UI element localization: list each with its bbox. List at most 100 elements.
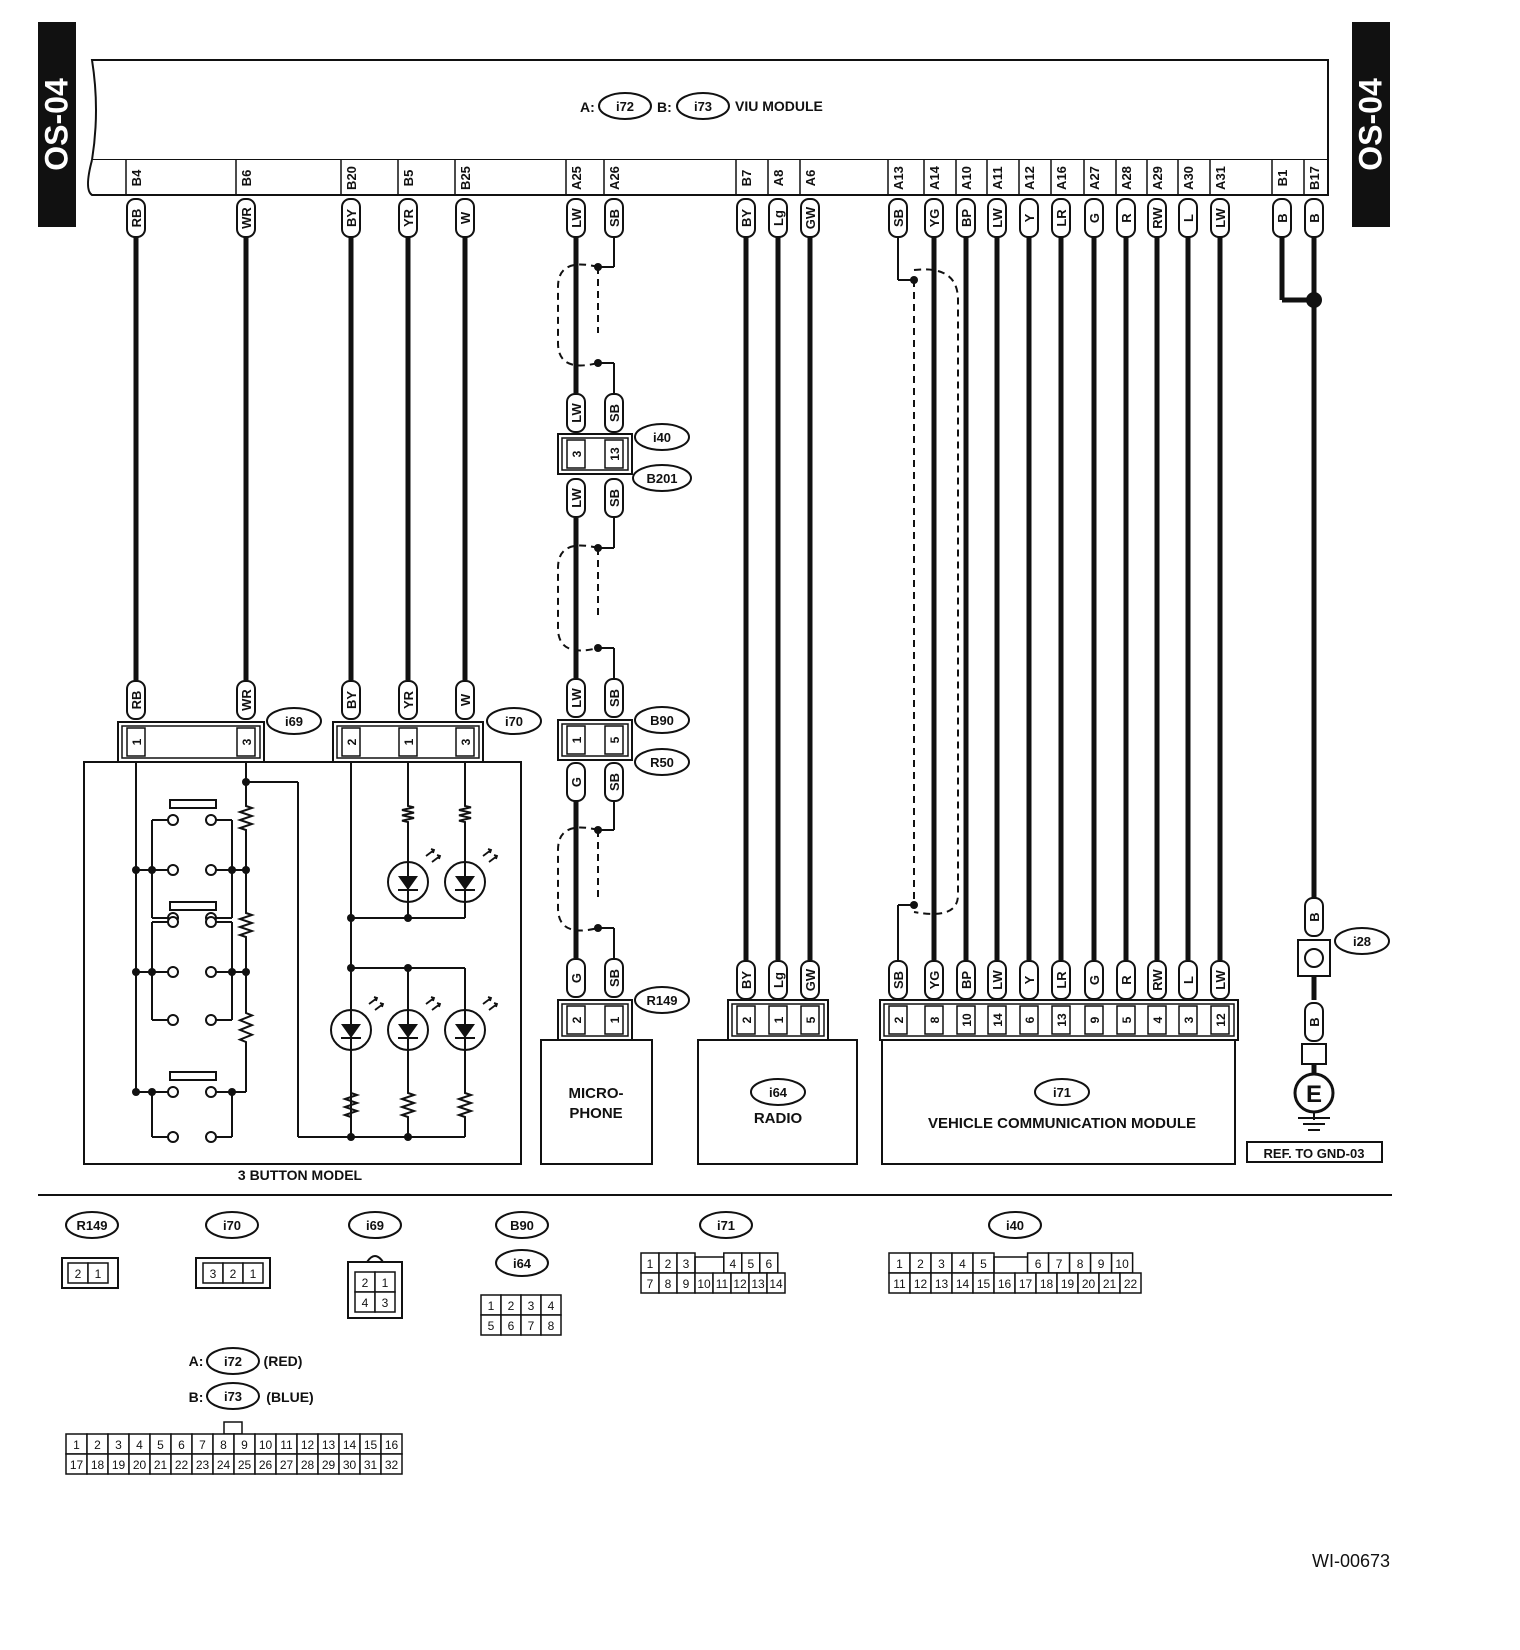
junction-dot xyxy=(347,1133,355,1141)
legend-pin: 1 xyxy=(488,1299,495,1313)
viu-wire-color: Lg xyxy=(768,198,788,238)
pin-number: 1 xyxy=(608,1016,622,1023)
resistor xyxy=(401,798,415,830)
three-button-label: 3 BUTTON MODEL xyxy=(238,1167,363,1183)
wire-color-text: LW xyxy=(569,488,584,508)
legend-conn-B90-text: B90 xyxy=(510,1218,534,1233)
mic-shield-left xyxy=(557,544,599,652)
side-label-right: OS-04 xyxy=(1352,22,1390,227)
wire-color-text: LR xyxy=(1054,971,1069,989)
resistor xyxy=(236,798,256,838)
legend-pin: 14 xyxy=(769,1277,783,1291)
legend-pin: 11 xyxy=(893,1277,906,1291)
legend-conn-i64-text: i64 xyxy=(513,1256,532,1271)
legend-conn-i70: i70 xyxy=(205,1211,259,1239)
conn-i69: i69 xyxy=(266,707,322,735)
legend-pin: 23 xyxy=(196,1458,210,1472)
wire-color-tag: L xyxy=(1178,960,1198,1000)
legend-pin: 4 xyxy=(959,1257,966,1271)
wire-color-text: LW xyxy=(990,970,1005,990)
viu-a-prefix: A: xyxy=(580,99,595,115)
viu-wire-color: SB xyxy=(604,198,624,238)
wire-color-text: YG xyxy=(927,971,942,990)
viu-conn-i73: i73 xyxy=(694,99,712,114)
wire-color-tag: GW xyxy=(800,960,820,1000)
conn-R50-text: R50 xyxy=(650,755,674,770)
legend-pin: 2 xyxy=(230,1267,237,1281)
legend-conn-i72-text: i72 xyxy=(224,1354,242,1369)
resistor xyxy=(341,1085,361,1125)
legend-pin: 12 xyxy=(733,1277,747,1291)
wire-color-text: BP xyxy=(959,971,974,989)
pin-id: B1 xyxy=(1275,170,1290,187)
legend-conn-B90: B90 xyxy=(495,1211,549,1239)
conn-i71-text: i71 xyxy=(1053,1085,1071,1100)
pin-number: 1 xyxy=(130,738,144,745)
viu-wire-color: B xyxy=(1272,198,1292,238)
viu-wire-color: GW xyxy=(800,198,820,238)
resistor xyxy=(455,1085,475,1125)
pin-number: 1 xyxy=(772,1016,786,1023)
vcm-label: VEHICLE COMMUNICATION MODULE xyxy=(928,1115,1196,1132)
wire-color-text: LW xyxy=(569,403,584,423)
conn-B201: B201 xyxy=(632,464,692,492)
led-icon xyxy=(444,996,499,1051)
legend-pin: 6 xyxy=(178,1438,185,1452)
legend-pin: 7 xyxy=(647,1277,654,1291)
conn-R50: R50 xyxy=(634,748,690,776)
wire-color-text: B xyxy=(1307,912,1322,921)
viu-wire-color: W xyxy=(455,198,475,238)
junction-dot xyxy=(228,1088,236,1096)
legend-a-note: (RED) xyxy=(264,1353,303,1369)
pin-id: B25 xyxy=(458,166,473,190)
pin-number: 1 xyxy=(570,736,584,743)
wire-color-text: BY xyxy=(739,971,754,989)
legend-pin: 11 xyxy=(716,1277,729,1291)
legend-pin: 2 xyxy=(75,1267,82,1281)
pin-number: 6 xyxy=(1023,1016,1037,1023)
legend-pin: 28 xyxy=(301,1458,315,1472)
viu-wire-color: B xyxy=(1304,198,1324,238)
pin-number: 8 xyxy=(928,1016,942,1023)
wire-color-text: SB xyxy=(607,969,622,987)
legend-pin: 16 xyxy=(385,1438,399,1452)
wire-color-text: BY xyxy=(739,209,754,227)
legend-conn-i73: i73 xyxy=(206,1382,260,1410)
junction-dot xyxy=(228,866,236,874)
wire-color-text: GW xyxy=(803,968,818,991)
wire-color-tag: BP xyxy=(956,960,976,1000)
wire-color-tag: LW xyxy=(566,678,586,718)
viu-wire-color: LW xyxy=(987,198,1007,238)
legend-pin: 9 xyxy=(683,1277,690,1291)
legend-pin: 3 xyxy=(683,1257,690,1271)
conn-i28-text: i28 xyxy=(1353,934,1371,949)
legend-pin: 19 xyxy=(1061,1277,1075,1291)
pin-number: 3 xyxy=(459,738,473,745)
wire-color-tag: SB xyxy=(604,678,624,718)
pin-number: 13 xyxy=(1055,1013,1069,1027)
legend-pin: 27 xyxy=(280,1458,294,1472)
legend-pin: 22 xyxy=(1124,1277,1138,1291)
junction-dot xyxy=(404,914,412,922)
legend-conn-i40: i40 xyxy=(988,1211,1042,1239)
wire-color-text: SB xyxy=(891,971,906,989)
legend-pin: 8 xyxy=(548,1319,555,1333)
viu-wire-color: BY xyxy=(736,198,756,238)
viu-pins: B4RBB6WRB20BYB5YRB25WA25LWA26SBB7BYA8LgA… xyxy=(125,160,1324,238)
legend-pin: 21 xyxy=(154,1458,168,1472)
legend-pin: 9 xyxy=(241,1438,248,1452)
wire-color-text: B xyxy=(1307,1017,1322,1026)
